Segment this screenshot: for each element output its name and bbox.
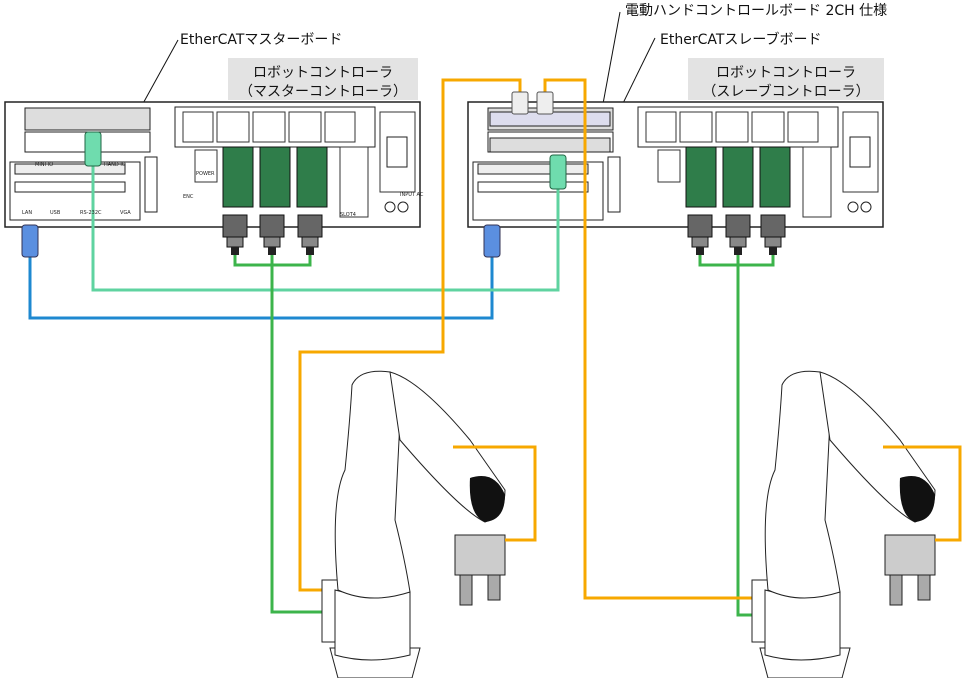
enc-label: ENC	[183, 194, 194, 200]
slave-controller-label-box	[688, 58, 884, 100]
hand-plug-1	[511, 91, 529, 115]
ethercat-plug-master	[84, 131, 102, 167]
usb-port-label: USB	[50, 210, 61, 216]
slot-label: SLOT4	[340, 212, 356, 218]
master-controller-label: ロボットコントローラ	[253, 65, 393, 81]
vga-port-label: VGA	[120, 210, 131, 216]
motor-cable-slave-trunk	[736, 255, 752, 617]
lan-cable	[28, 255, 494, 320]
power-label: POWER	[196, 171, 215, 177]
hand-board-label: 電動ハンドコントロールボード 2CH 仕様	[625, 3, 887, 19]
hand-io-label: HAND IO	[104, 162, 126, 168]
slave-board-label: EtherCATスレーブボード	[660, 31, 822, 48]
hand-plug-2	[536, 91, 554, 115]
ethercat-plug-slave	[549, 154, 567, 190]
slave-controller-sublabel: （スレーブコントローラ）	[702, 83, 869, 100]
master-controller	[4, 101, 421, 228]
hand-loop-2	[883, 445, 962, 542]
motor-plugs-slave	[687, 214, 786, 256]
master-controller-label-box	[228, 58, 418, 100]
input-ac-label: INPUT AC	[400, 192, 424, 198]
mini-io-label: MINI IO	[35, 162, 53, 168]
lan-plug-slave	[483, 224, 501, 258]
rs232c-port-label: RS-232C	[80, 210, 102, 216]
hand-cable-2	[543, 78, 752, 600]
lan-port-label: LAN	[22, 210, 32, 216]
hand-cable-1	[298, 78, 522, 592]
panel-labels: LAN USB RS-232C VGA MINI IO HAND IO POWE…	[22, 162, 424, 218]
ethercat-slave-board	[489, 137, 611, 153]
master-board-label: EtherCATマスターボード	[180, 32, 342, 48]
motor-cable-master-trunk	[270, 255, 322, 614]
ethercat-cable	[91, 165, 560, 292]
lan-plug-master	[21, 224, 39, 258]
robot-arm-2	[751, 370, 936, 678]
robot-arm-1	[321, 370, 506, 678]
slave-controller-label: ロボットコントローラ	[716, 65, 856, 81]
motor-plugs-master	[222, 214, 323, 256]
master-controller-sublabel: （マスターコントローラ）	[239, 84, 407, 100]
hand-loop-1	[453, 445, 537, 542]
